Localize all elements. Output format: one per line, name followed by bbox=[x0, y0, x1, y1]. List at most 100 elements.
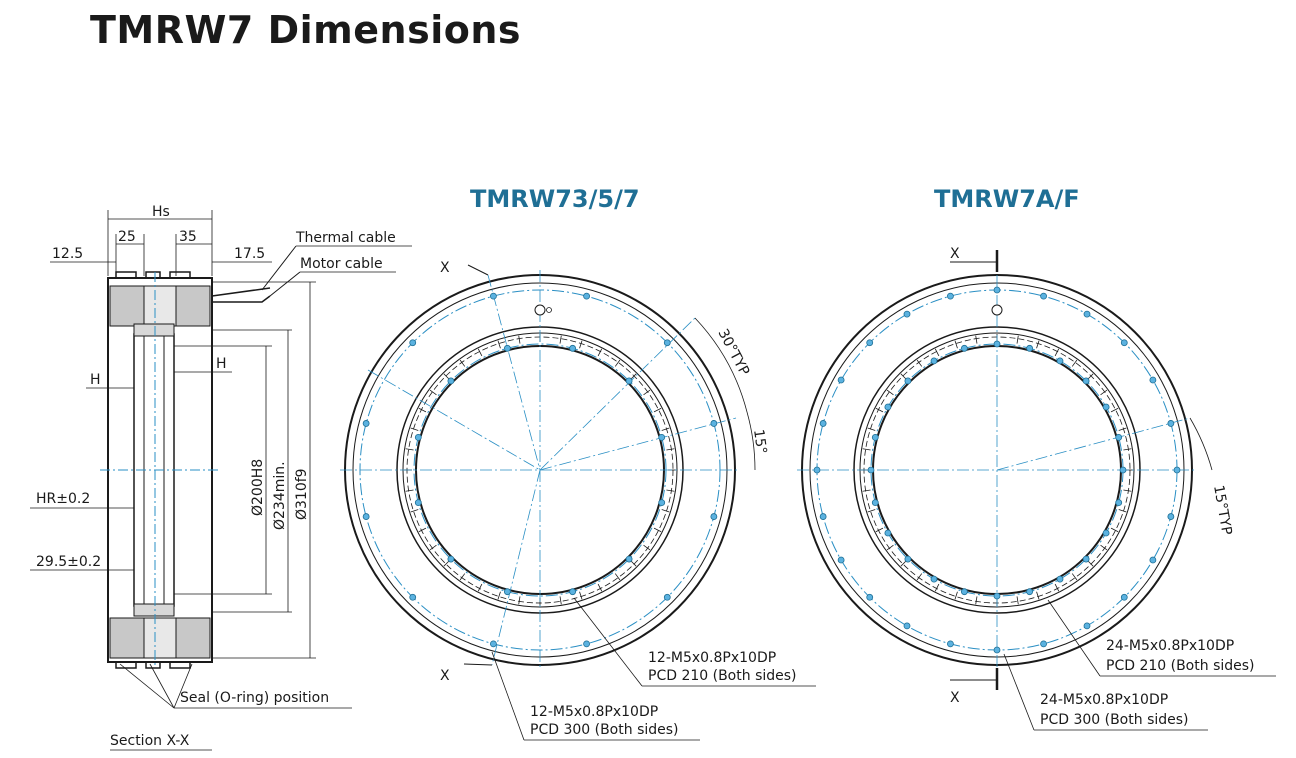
view-a-title: TMRW73/5/7 bbox=[470, 185, 640, 213]
stator-tooth bbox=[666, 489, 675, 492]
mounting-hole bbox=[993, 286, 1001, 294]
hatch-block bbox=[109, 285, 145, 327]
cable-port bbox=[991, 304, 1003, 316]
cable-port bbox=[534, 304, 546, 316]
mounting-hole bbox=[1083, 310, 1091, 318]
mounting-hole bbox=[866, 339, 874, 347]
view-b: TMRW7A/F X X 15°TYP 24-M5x0.8Px10DP PCD … bbox=[797, 185, 1276, 731]
mounting-hole bbox=[819, 513, 827, 520]
stator-tooth bbox=[1123, 448, 1132, 451]
dim-hr: HR±0.2 bbox=[36, 491, 90, 507]
mounting-hole bbox=[569, 588, 577, 596]
page-title: TMRW7 Dimensions bbox=[90, 8, 521, 52]
dim-29-5: 29.5±0.2 bbox=[36, 554, 101, 570]
mounting-hole bbox=[1115, 433, 1123, 441]
view-b-inner-pcd: PCD 210 (Both sides) bbox=[1106, 658, 1255, 674]
mounting-hole bbox=[903, 622, 911, 630]
mounting-hole bbox=[414, 433, 422, 441]
view-a-outer-spec: 12-M5x0.8Px10DP bbox=[530, 704, 658, 720]
dim-d200: Ø200H8 bbox=[250, 459, 266, 516]
mounting-hole bbox=[414, 499, 422, 507]
mounting-hole bbox=[930, 357, 938, 365]
stator-tooth bbox=[653, 407, 662, 413]
stator-tooth bbox=[1054, 583, 1060, 592]
mounting-hole bbox=[1173, 466, 1181, 474]
mounting-hole bbox=[1102, 403, 1110, 411]
mounting-hole bbox=[503, 344, 511, 352]
mounting-hole bbox=[1115, 499, 1123, 507]
stator-tooth bbox=[862, 448, 871, 451]
mounting-hole bbox=[710, 420, 718, 427]
stator-tooth bbox=[867, 427, 876, 431]
stator-tooth bbox=[418, 527, 427, 533]
stator-tooth bbox=[459, 359, 466, 367]
mounting-hole bbox=[503, 588, 511, 596]
stator-tooth bbox=[916, 359, 923, 367]
view-b-outer-spec: 24-M5x0.8Px10DP bbox=[1040, 692, 1168, 708]
stator-tooth bbox=[1036, 591, 1040, 600]
dim-d310: Ø310f9 bbox=[294, 468, 310, 520]
stator-tooth bbox=[597, 348, 603, 357]
mounting-hole bbox=[409, 593, 417, 601]
mounting-hole bbox=[1026, 344, 1034, 352]
stator-tooth bbox=[1016, 596, 1019, 605]
stator-tooth bbox=[418, 407, 427, 413]
stator-tooth bbox=[643, 544, 651, 551]
stator-tooth bbox=[934, 583, 940, 592]
stator-tooth bbox=[886, 389, 894, 396]
mounting-hole bbox=[1082, 377, 1090, 385]
mounting-hole bbox=[837, 376, 845, 384]
stator-tooth bbox=[579, 591, 583, 600]
mounting-hole bbox=[884, 403, 892, 411]
mounting-hole bbox=[1167, 420, 1175, 427]
dim-h-left: H bbox=[90, 372, 101, 388]
stator-tooth bbox=[916, 573, 923, 581]
mounting-hole bbox=[1040, 640, 1047, 648]
stator-tooth bbox=[867, 509, 876, 513]
stator-tooth bbox=[653, 527, 662, 533]
mounting-hole bbox=[1167, 513, 1175, 520]
hatch-block bbox=[175, 285, 211, 327]
stator-tooth bbox=[934, 348, 940, 357]
stator-tooth bbox=[1054, 348, 1060, 357]
stator-tooth bbox=[1016, 335, 1019, 344]
dim-35: 35 bbox=[179, 229, 197, 245]
stator-tooth bbox=[559, 596, 562, 605]
mounting-hole bbox=[447, 377, 455, 385]
mounting-hole bbox=[1026, 588, 1034, 596]
mounting-hole bbox=[884, 529, 892, 537]
stator-tooth bbox=[614, 359, 621, 367]
stator-tooth bbox=[459, 573, 466, 581]
stator-tooth bbox=[1118, 509, 1127, 513]
mounting-hole bbox=[871, 499, 879, 507]
mounting-hole bbox=[658, 499, 666, 507]
stator-tooth bbox=[975, 335, 978, 344]
section-mark-bottom: X bbox=[440, 668, 450, 684]
mounting-hole bbox=[960, 588, 968, 596]
stator-tooth bbox=[1118, 427, 1127, 431]
bottom-flange bbox=[108, 661, 212, 669]
stator-tooth bbox=[429, 389, 437, 396]
mounting-hole bbox=[569, 344, 577, 352]
mounting-hole bbox=[583, 292, 590, 300]
section-mark-bottom: X bbox=[950, 690, 960, 706]
stator-tooth bbox=[410, 427, 419, 431]
mounting-hole bbox=[710, 513, 718, 520]
view-b-title: TMRW7A/F bbox=[934, 185, 1080, 213]
mounting-hole bbox=[1083, 622, 1091, 630]
mounting-hole bbox=[1056, 575, 1064, 583]
mounting-hole bbox=[362, 420, 370, 427]
stator-tooth bbox=[497, 591, 501, 600]
mounting-hole bbox=[1082, 555, 1090, 563]
mounting-hole bbox=[1102, 529, 1110, 537]
section-mark-top: X bbox=[440, 260, 450, 276]
angle-15-typ-label: 15°TYP bbox=[1210, 484, 1235, 536]
view-a-inner-spec: 12-M5x0.8Px10DP bbox=[648, 650, 776, 666]
angle-30-label: 30°TYP bbox=[714, 326, 752, 378]
stator-tooth bbox=[1110, 527, 1119, 533]
mounting-hole bbox=[490, 640, 497, 648]
stator-tooth bbox=[477, 348, 483, 357]
mounting-hole bbox=[625, 555, 633, 563]
mounting-hole bbox=[904, 555, 912, 563]
mounting-hole bbox=[625, 377, 633, 385]
